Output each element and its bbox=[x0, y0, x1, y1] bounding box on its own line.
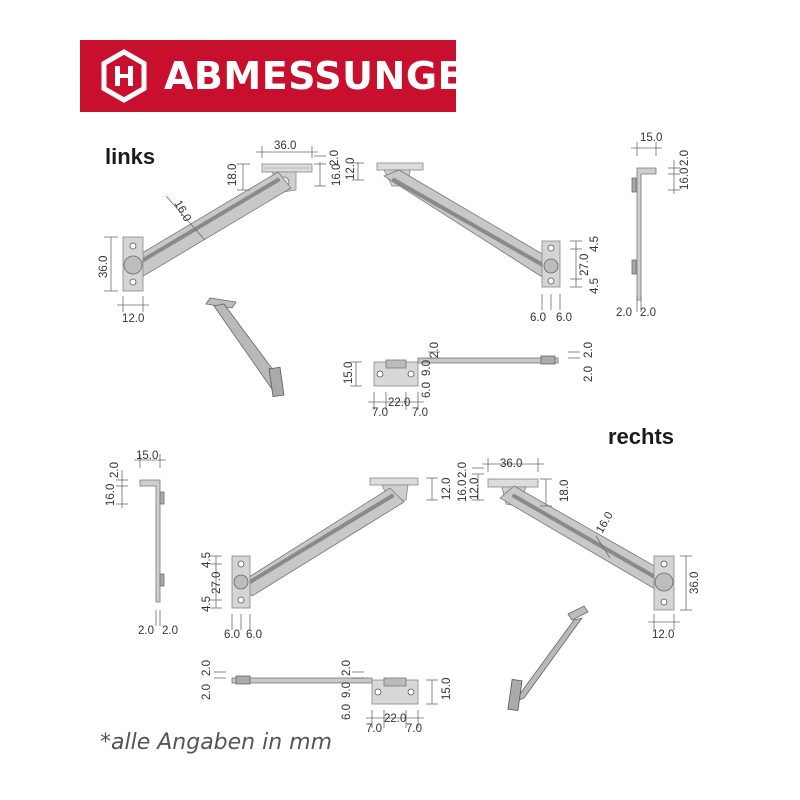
dim-label: 2.0 bbox=[201, 684, 213, 700]
dim-label: 2.0 bbox=[109, 462, 121, 478]
dim-label: 27.0 bbox=[211, 572, 223, 594]
rechts-flat-view bbox=[214, 671, 438, 728]
dim-label: 36.0 bbox=[500, 458, 522, 470]
dim-label: 16.0 bbox=[679, 168, 691, 190]
dim-label: 36.0 bbox=[274, 140, 296, 152]
links-side-view bbox=[631, 142, 680, 312]
dim-label: 2.0 bbox=[583, 366, 595, 382]
dim-label: 22.0 bbox=[384, 713, 406, 725]
dim-label: 16.0 bbox=[171, 199, 193, 224]
page-title: ABMESSUNGEN bbox=[164, 54, 497, 98]
dim-label: 12.0 bbox=[345, 158, 357, 180]
links-3d-view bbox=[205, 297, 285, 398]
dim-label: 7.0 bbox=[406, 723, 422, 735]
dim-label: 2.0 bbox=[583, 342, 595, 358]
dim-label: 2.0 bbox=[457, 462, 469, 478]
dim-label: 22.0 bbox=[388, 397, 410, 409]
dim-label: 18.0 bbox=[559, 480, 571, 502]
dim-label: 7.0 bbox=[366, 723, 382, 735]
dim-label: 12.0 bbox=[652, 629, 674, 641]
dim-label: 16.0 bbox=[457, 480, 469, 502]
dim-label: 4.5 bbox=[201, 552, 213, 568]
dim-label: 2.0 bbox=[616, 307, 632, 319]
dim-label: 6.0 bbox=[556, 312, 572, 324]
section-label-right: rechts bbox=[608, 424, 675, 449]
rechts-side-view bbox=[116, 454, 166, 626]
dim-label: 15.0 bbox=[441, 678, 453, 700]
dim-label: 6.0 bbox=[530, 312, 546, 324]
links-main-stay bbox=[104, 146, 326, 312]
dim-label: 2.0 bbox=[640, 307, 656, 319]
dim-label: 6.0 bbox=[421, 382, 433, 398]
dim-label: 7.0 bbox=[372, 407, 388, 419]
dim-label: 15.0 bbox=[640, 132, 662, 144]
dim-label: 2.0 bbox=[201, 660, 213, 676]
dim-label: 6.0 bbox=[224, 629, 240, 641]
dim-label: 15.0 bbox=[136, 450, 158, 462]
dim-label: 18.0 bbox=[227, 164, 239, 186]
dim-label: 2.0 bbox=[429, 342, 441, 358]
dim-label: 2.0 bbox=[329, 150, 341, 166]
header-banner bbox=[80, 40, 456, 112]
dim-label: 16.0 bbox=[105, 484, 117, 506]
rechts-mirror-stay bbox=[210, 477, 438, 630]
rechts-main-stay bbox=[472, 458, 692, 630]
dim-label: 2.0 bbox=[138, 625, 154, 637]
dim-label: 2.0 bbox=[162, 625, 178, 637]
dim-label: 16.0 bbox=[331, 164, 343, 186]
dim-label: 4.5 bbox=[589, 236, 601, 252]
dim-label: 12.0 bbox=[469, 478, 481, 500]
dim-label: 4.5 bbox=[201, 596, 213, 612]
dim-label: 6.0 bbox=[341, 704, 353, 720]
dim-label: 27.0 bbox=[579, 254, 591, 276]
hexagon-h-logo-icon bbox=[101, 49, 147, 103]
dim-label: 2.0 bbox=[679, 150, 691, 166]
dim-label: 7.0 bbox=[412, 407, 428, 419]
dim-label: 12.0 bbox=[122, 313, 144, 325]
dim-label: 15.0 bbox=[343, 362, 355, 384]
dim-label: 36.0 bbox=[98, 256, 110, 278]
dim-label: 2.0 bbox=[341, 660, 353, 676]
dim-label: 4.5 bbox=[589, 278, 601, 294]
footnote: *alle Angaben in mm bbox=[100, 730, 333, 755]
dim-label: 12.0 bbox=[441, 478, 453, 500]
dim-label: 16.0 bbox=[594, 510, 616, 535]
dim-label: 9.0 bbox=[341, 682, 353, 698]
rechts-3d-view bbox=[507, 605, 589, 712]
dim-label: 36.0 bbox=[689, 572, 701, 594]
section-label-left: links bbox=[105, 144, 156, 169]
links-flat-view bbox=[350, 351, 580, 410]
dim-label: 6.0 bbox=[246, 629, 262, 641]
dim-label: 9.0 bbox=[421, 360, 433, 376]
links-mirror-stay bbox=[352, 162, 582, 310]
